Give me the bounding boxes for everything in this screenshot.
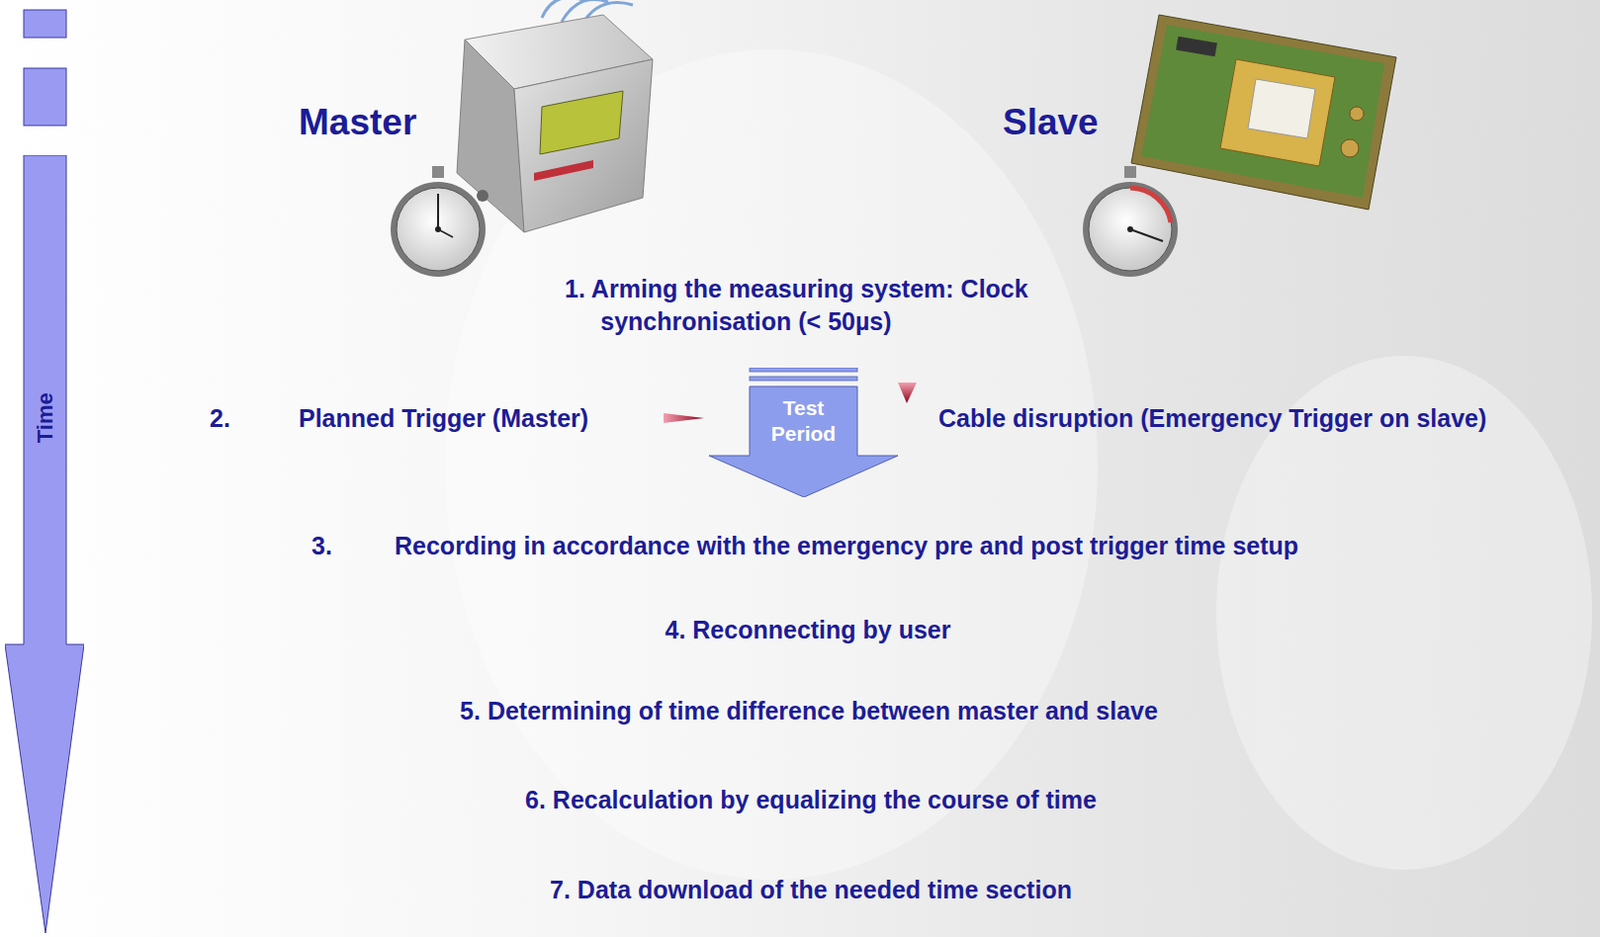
arrow-shape xyxy=(4,155,85,934)
step-label: 1. Arming the measuring system: Clock sy… xyxy=(564,272,1095,338)
background-shape xyxy=(444,49,1593,881)
step-label: 4. Reconnecting by user xyxy=(665,614,952,647)
device-title: Slave xyxy=(1002,98,1099,147)
trigger-label: Planned Trigger (Master) xyxy=(298,402,589,436)
trigger-pointer xyxy=(897,382,917,404)
time-square xyxy=(23,9,67,38)
trigger-pointer xyxy=(663,413,705,424)
stopwatch xyxy=(390,166,486,277)
time-arrow: Time xyxy=(4,155,85,934)
text-holder: Test Period xyxy=(749,386,858,456)
step-number: 2. xyxy=(209,402,231,436)
step-label: 6. Recalculation by equalizing the cours… xyxy=(525,784,1097,817)
stopwatch xyxy=(1082,166,1178,277)
slave-device xyxy=(1131,14,1397,210)
time-square xyxy=(23,68,67,126)
text-holder: Time xyxy=(23,155,67,682)
period-label: Test Period xyxy=(754,395,854,448)
step-label: Recording in accordance with the emergen… xyxy=(394,530,1299,563)
master-device xyxy=(456,0,653,233)
test-period-arrow: Test Period xyxy=(709,367,898,498)
axis-label: Time xyxy=(31,393,60,445)
device-title: Master xyxy=(298,98,417,147)
step-number: 3. xyxy=(311,530,333,563)
step-label: 7. Data download of the needed time sect… xyxy=(549,874,1072,907)
trigger-label: Cable disruption (Emergency Trigger on s… xyxy=(938,402,1487,436)
step-label: 5. Determining of time difference betwee… xyxy=(459,695,1158,728)
